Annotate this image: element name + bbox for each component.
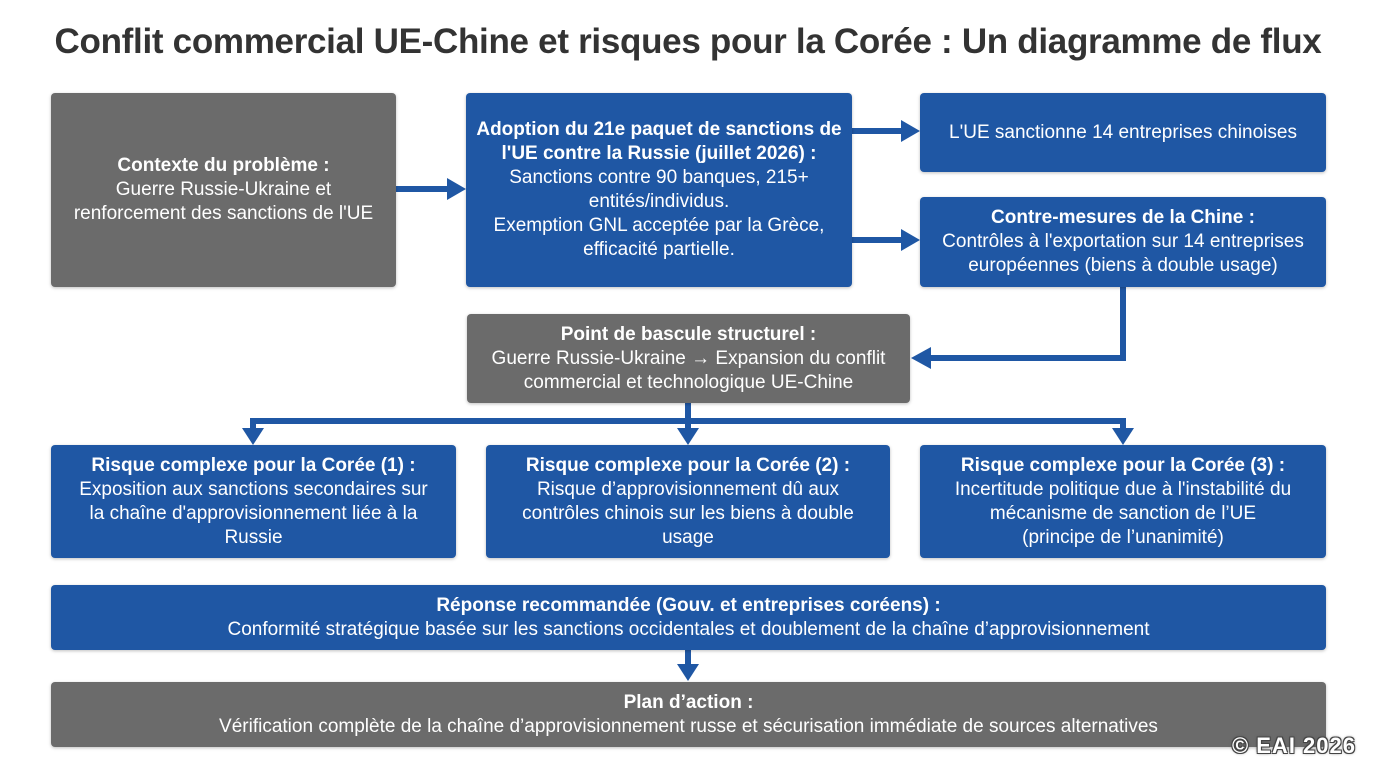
risk-3-text: Incertitude politique due à l'instabilit…: [954, 478, 1292, 548]
arrowhead-tipping-point: [911, 347, 931, 369]
recommended-response-box: Réponse recommandée (Gouv. et entreprise…: [51, 585, 1326, 650]
arrowhead-risk1: [242, 428, 264, 445]
risk-2-text: Risque d’approvisionnement dû aux contrô…: [522, 478, 854, 548]
china-countermeasures-box: Contre-mesures de la Chine : Contrôles à…: [920, 197, 1326, 287]
arrowhead-risk3: [1112, 428, 1134, 445]
risk-2-box: Risque complexe pour la Corée (2) : Risq…: [486, 445, 890, 558]
china-countermeasures-heading: Contre-mesures de la Chine :: [991, 207, 1255, 228]
tipping-point-text: Guerre Russie-Ukraine → Expansion du con…: [491, 347, 886, 393]
sanctions-package-heading: Adoption du 21e paquet de sanctions de l…: [476, 119, 842, 164]
risk-1-text: Exposition aux sanctions secondaires sur…: [79, 478, 428, 548]
tipping-point-box: Point de bascule structurel : Guerre Rus…: [467, 314, 910, 403]
risk-1-heading: Risque complexe pour la Corée (1) :: [91, 454, 416, 476]
sanctions-package-box: Adoption du 21e paquet de sanctions de l…: [466, 93, 852, 287]
arrowhead-eu-sanctions: [901, 120, 920, 142]
eu-sanctions-box: L'UE sanctionne 14 entreprises chinoises: [920, 93, 1326, 172]
arrowhead-adoption: [447, 178, 466, 200]
eu-sanctions-text: L'UE sanctionne 14 entreprises chinoises: [949, 121, 1297, 143]
context-text: Guerre Russie-Ukraine et renforcement de…: [73, 179, 374, 224]
action-plan-text: Vérification complète de la chaîne d’app…: [219, 715, 1158, 737]
context-heading: Contexte du problème :: [117, 155, 330, 176]
action-plan-box: Plan d’action : Vérification complète de…: [51, 682, 1326, 747]
sanctions-package-text: Sanctions contre 90 banques, 215+ entité…: [493, 167, 825, 260]
action-plan-heading: Plan d’action :: [623, 691, 754, 713]
page-title: Conflit commercial UE-Chine et risques p…: [54, 22, 1322, 61]
risk-2-heading: Risque complexe pour la Corée (2) :: [525, 454, 851, 476]
context-box: Contexte du problème : Guerre Russie-Ukr…: [51, 93, 396, 287]
arrowhead-action-plan: [677, 664, 699, 681]
arrowhead-risk2: [677, 428, 699, 445]
arrowhead-china-counter: [901, 229, 920, 251]
edge-tipping-risk-bus: [250, 418, 1126, 430]
recommended-response-heading: Réponse recommandée (Gouv. et entreprise…: [436, 594, 941, 616]
copyright-watermark: © EAI 2026: [1231, 733, 1356, 758]
tipping-point-heading: Point de bascule structurel :: [560, 323, 817, 345]
recommended-response-text: Conformité stratégique basée sur les san…: [227, 618, 1150, 640]
risk-1-box: Risque complexe pour la Corée (1) : Expo…: [51, 445, 456, 558]
china-countermeasures-text: Contrôles à l'exportation sur 14 entrepr…: [942, 231, 1304, 276]
risk-3-box: Risque complexe pour la Corée (3) : Ince…: [920, 445, 1326, 558]
risk-3-heading: Risque complexe pour la Corée (3) :: [960, 454, 1286, 476]
edge-china-counter-tipping-point: [928, 287, 1126, 361]
